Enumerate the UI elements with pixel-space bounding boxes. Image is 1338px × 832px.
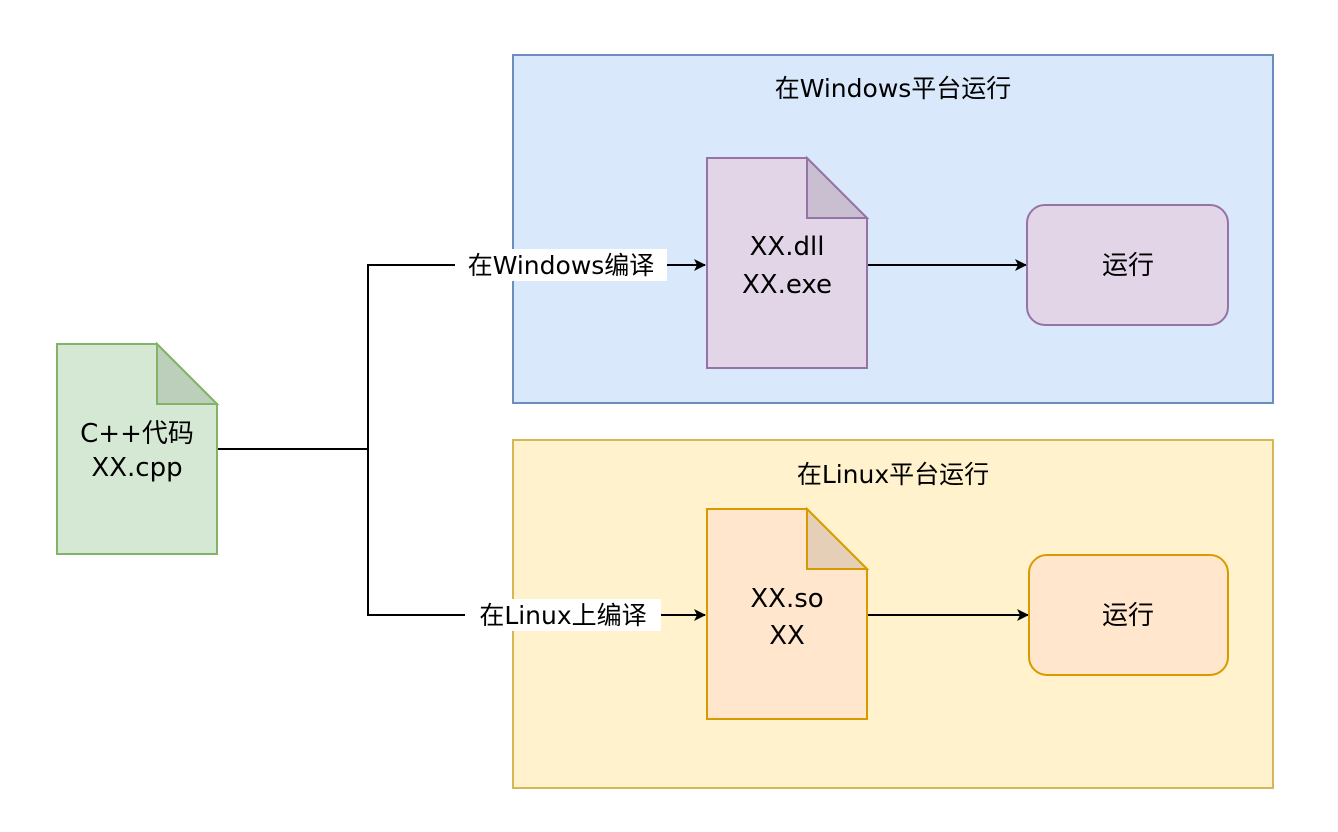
linux-run-node[interactable]: 运行: [1028, 554, 1229, 676]
linux-edge-label-bg: [465, 599, 661, 631]
linux-output-file-node[interactable]: XX.so XX: [706, 506, 870, 720]
source-file-icon: [56, 343, 218, 555]
source-file-node[interactable]: C++代码 XX.cpp: [56, 341, 220, 555]
windows-output-file-node[interactable]: XX.dll XX.exe: [706, 155, 870, 369]
linux-edge-label: 在Linux上编译: [479, 601, 646, 630]
windows-run-box: [1026, 204, 1229, 326]
source-file-label-line1: C++代码: [80, 419, 194, 449]
windows-edge-label: 在Windows编译: [468, 251, 655, 280]
windows-edge-label-group: 在Windows编译: [455, 249, 667, 281]
linux-file-label-line2: XX: [769, 621, 805, 651]
windows-file-label-line2: XX.exe: [742, 270, 832, 300]
linux-file-fold-icon: [806, 506, 870, 570]
windows-run-node[interactable]: 运行: [1026, 204, 1229, 326]
windows-file-label-line1: XX.dll: [750, 232, 825, 262]
source-file-fold-icon: [156, 341, 220, 405]
windows-edge-label-bg: [455, 249, 667, 281]
windows-group-title: 在Windows平台运行: [775, 74, 1012, 103]
windows-file-fold-icon: [806, 155, 870, 219]
linux-file-label-line1: XX.so: [750, 584, 823, 614]
linux-edge-label-group: 在Linux上编译: [465, 599, 661, 631]
linux-run-label: 运行: [1102, 601, 1154, 631]
linux-group-title: 在Linux平台运行: [797, 460, 989, 489]
windows-run-label: 运行: [1102, 251, 1154, 281]
linux-run-box: [1028, 554, 1229, 676]
source-file-label-line2: XX.cpp: [91, 453, 182, 483]
